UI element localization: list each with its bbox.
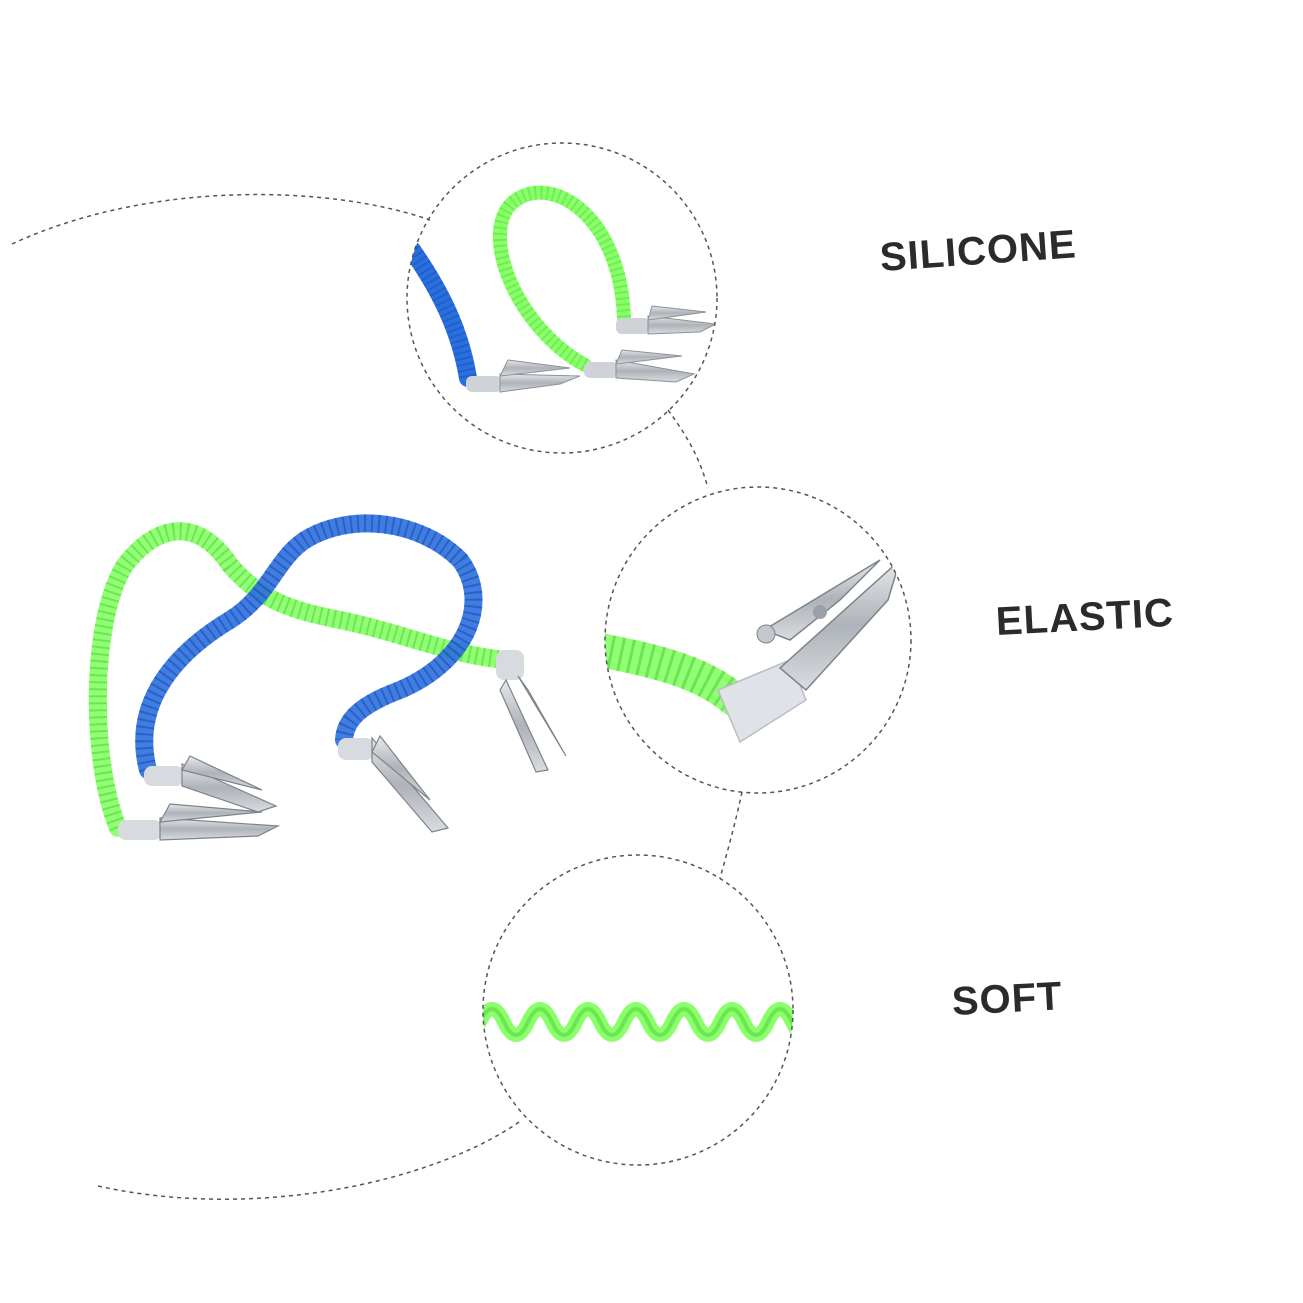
- feature-label-elastic: ELASTIC: [994, 590, 1176, 644]
- detail-circle-elastic: [604, 486, 912, 794]
- dashed-connector-2: [719, 791, 743, 879]
- detail-circle-silicone: [406, 142, 718, 454]
- dashed-arc-lower: [97, 1119, 523, 1200]
- main-product-clips: [88, 514, 567, 841]
- dashed-connector-1: [667, 409, 709, 489]
- feature-label-soft: SOFT: [950, 974, 1064, 1024]
- detail-circle-soft: [482, 854, 794, 1166]
- dashed-arc-outer: [11, 193, 431, 245]
